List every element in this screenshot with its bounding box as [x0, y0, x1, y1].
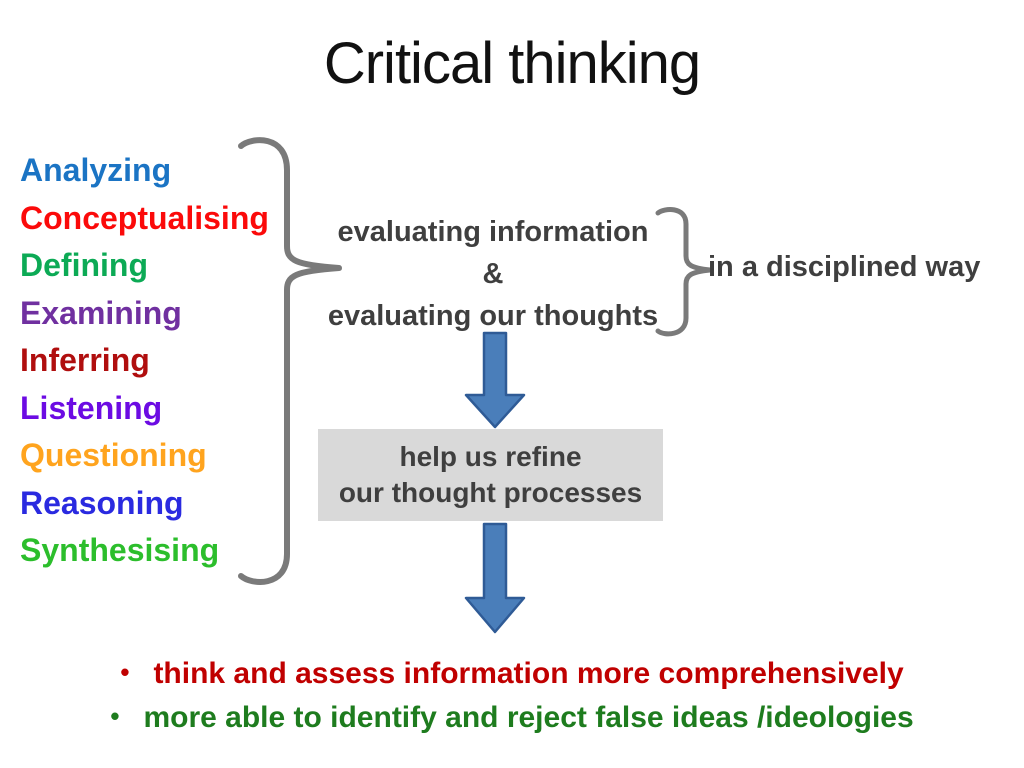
- skill-item-analyzing: Analyzing: [20, 152, 172, 188]
- ampersand: &: [482, 258, 504, 290]
- down-arrow-icon: [464, 522, 526, 634]
- bullet-dot-icon: •: [120, 657, 130, 687]
- evaluating-line-2: evaluating our thoughts: [327, 300, 659, 332]
- skill-item-conceptualising: Conceptualising: [20, 199, 269, 236]
- refine-box-line-2: our thought processes: [338, 477, 643, 508]
- skill-item-reasoning: Reasoning: [20, 484, 184, 521]
- page-title: Critical thinking: [323, 31, 701, 96]
- right-curly-brace-icon: [655, 207, 713, 337]
- refine-box-line-1: help us refine: [399, 441, 582, 472]
- bullet-text: more able to identify and reject false i…: [143, 701, 914, 734]
- bullet-dot-icon: •: [110, 701, 120, 731]
- skill-item-questioning: Questioning: [20, 437, 207, 473]
- skill-item-examining: Examining: [20, 294, 182, 331]
- skill-item-defining: Defining: [20, 247, 148, 283]
- conclusion-bullets: • think and assess information more compr…: [0, 652, 1024, 740]
- skill-item-listening: Listening: [20, 389, 163, 426]
- disciplined-label: in a disciplined way: [708, 251, 981, 283]
- skill-item-inferring: Inferring: [20, 342, 150, 378]
- evaluating-text: evaluating information & evaluating our …: [303, 211, 683, 337]
- skill-item-synthesising: Synthesising: [20, 532, 220, 568]
- bullet-line: • think and assess information more compr…: [0, 652, 1024, 696]
- bullet-text: think and assess information more compre…: [153, 657, 904, 690]
- down-arrow-icon: [464, 331, 526, 429]
- bullet-line: • more able to identify and reject false …: [0, 696, 1024, 740]
- refine-box: help us refine our thought processes: [318, 429, 663, 521]
- left-curly-brace-icon: [238, 137, 342, 585]
- evaluating-line-1: evaluating information: [337, 216, 649, 248]
